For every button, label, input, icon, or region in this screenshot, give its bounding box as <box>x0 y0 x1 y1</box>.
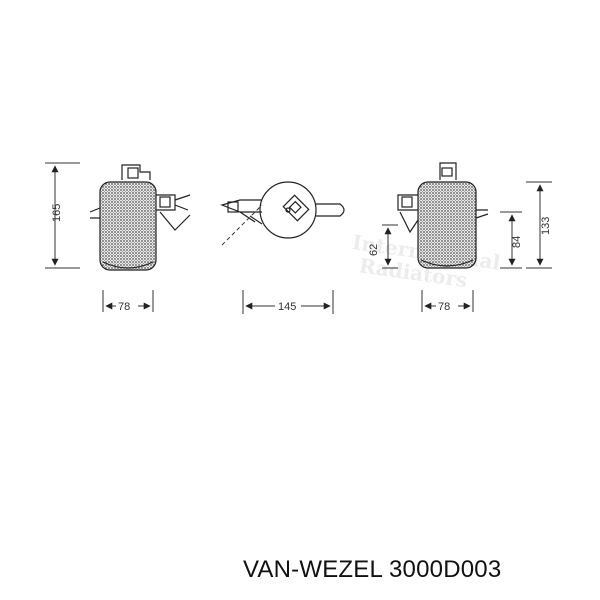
part-caption: VAN-WEZEL 3000D003 <box>243 556 502 583</box>
center-view-drier <box>220 181 345 246</box>
left-height-label: 165 <box>51 204 63 222</box>
right-low-label: 62 <box>368 244 380 256</box>
right-view-drier <box>397 162 489 269</box>
right-width-dimension: 78 <box>421 290 474 313</box>
center-width-label: 145 <box>278 301 296 313</box>
left-width-label: 78 <box>118 301 130 313</box>
right-high-dimension: 133 <box>526 181 552 269</box>
center-width-dimension: 145 <box>242 290 334 314</box>
right-low-dimension: 62 <box>368 224 398 269</box>
right-mid-label: 84 <box>511 236 523 248</box>
right-mid-dimension: 84 <box>500 211 523 269</box>
right-high-label: 133 <box>540 217 552 235</box>
left-height-dimension: 165 <box>45 162 80 269</box>
left-width-dimension: 78 <box>102 290 154 313</box>
right-width-label: 78 <box>438 301 450 313</box>
left-view-drier <box>89 164 191 271</box>
